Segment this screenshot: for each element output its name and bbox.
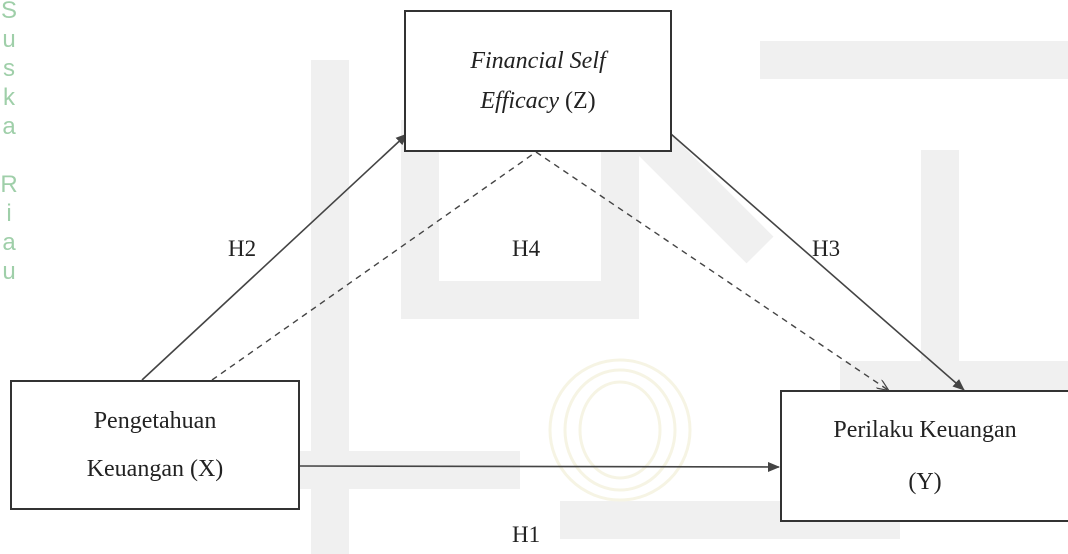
edge-label-h1: H1 [512, 522, 541, 547]
watermark-side-glyph: s [3, 55, 15, 82]
edge-h2-arrow [141, 133, 408, 381]
node-pengetahuan-keuangan: Pengetahuan Keuangan (X) [10, 380, 300, 510]
node-y-line2: (Y) [908, 469, 942, 495]
watermark-side-glyph: a [2, 113, 16, 140]
node-y-line1: Perilaku Keuangan [833, 417, 1017, 443]
watermark-side-glyph: u [2, 26, 16, 53]
node-x-line2: Keuangan (X) [86, 456, 224, 482]
edge-h4-dashed-a [211, 151, 537, 381]
node-perilaku-keuangan: Perilaku Keuangan (Y) [780, 390, 1068, 522]
node-x-line1: Pengetahuan [93, 408, 217, 434]
watermark-side-glyph: k [3, 84, 15, 111]
edge-label-h3: H3 [812, 236, 841, 261]
node-financial-self-efficacy: Financial Self Efficacy (Z) [404, 10, 672, 152]
node-z-line2: Efficacy (Z) [480, 88, 596, 114]
node-z-line1: Financial Self [470, 48, 606, 74]
edge-h1-arrow [299, 461, 780, 472]
watermark-side-glyph: i [6, 200, 12, 227]
edge-h4-dashed-b [535, 151, 888, 390]
edge-label-h4: H4 [512, 236, 541, 261]
watermark-side-glyph: R [0, 171, 18, 198]
edge-h3-arrow [670, 133, 965, 391]
watermark-side-glyph: u [2, 258, 16, 285]
edge-label-h2: H2 [228, 236, 257, 261]
watermark-side-glyph: a [2, 229, 16, 256]
watermark-side-glyph: S [0, 0, 17, 24]
